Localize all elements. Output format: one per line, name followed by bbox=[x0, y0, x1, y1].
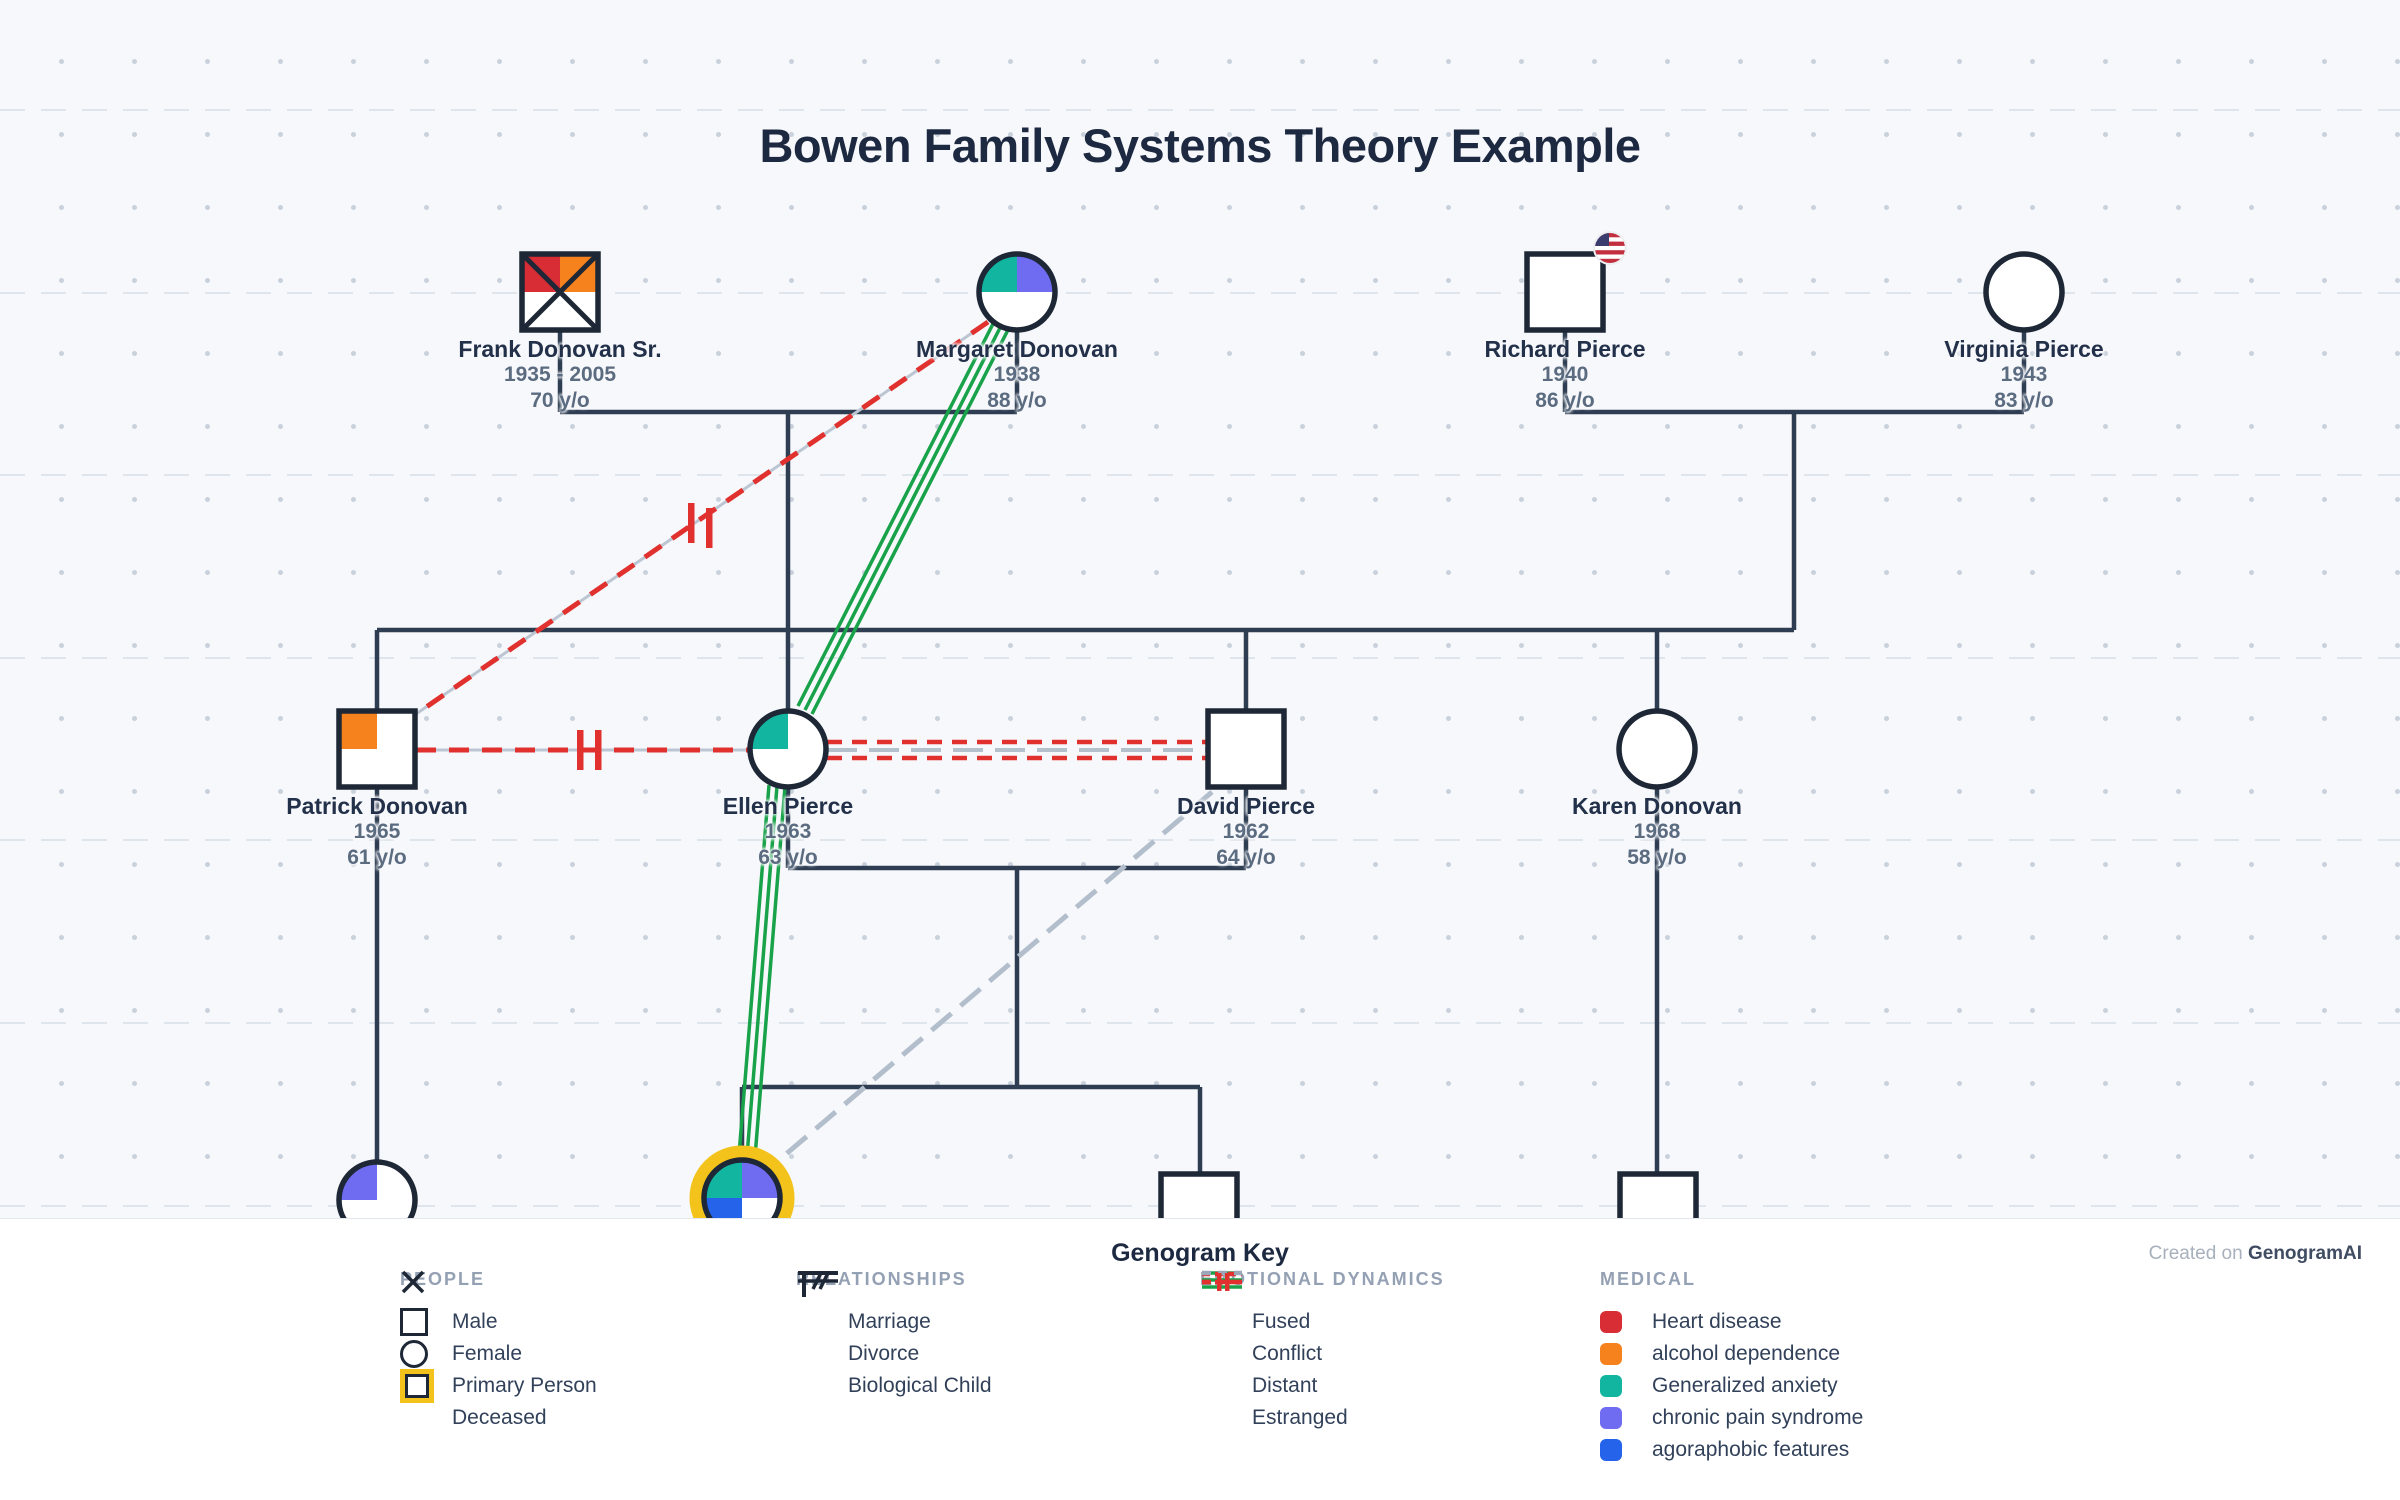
key-heading: Genogram Key bbox=[1111, 1239, 1289, 1267]
us-flag-icon bbox=[1593, 231, 1627, 265]
person-years: 1940 bbox=[1541, 363, 1589, 386]
person-years: 1943 bbox=[2000, 363, 2048, 386]
person-years: 1938 bbox=[993, 363, 1041, 386]
conflict-lines-ellen-david bbox=[827, 739, 1207, 761]
fused-lines-margaret-ellen bbox=[796, 317, 1012, 715]
key-item-distant: Distant bbox=[1202, 1270, 1318, 1397]
key-item-divorce: Divorce bbox=[796, 1272, 992, 1370]
person-ellen-symbol[interactable] bbox=[747, 708, 829, 790]
person-richard-label: Richard Pierce 1940 86 y/o bbox=[1405, 336, 1725, 414]
key-header-people: PEOPLE bbox=[400, 1269, 486, 1289]
primary-person-icon bbox=[400, 1374, 452, 1398]
person-margaret-label: Margaret Donovan 1938 88 y/o bbox=[857, 336, 1177, 414]
heart-disease-color-chip bbox=[1600, 1311, 1652, 1333]
person-ellen-label: Ellen Pierce 1963 63 y/o bbox=[628, 793, 948, 871]
deceased-x-icon bbox=[522, 254, 598, 330]
key-item-deceased: Deceased bbox=[400, 1270, 597, 1434]
key-column-medical: MEDICAL Heart disease alcohol dependence… bbox=[1600, 1269, 1863, 1466]
person-name: Richard Pierce bbox=[1484, 336, 1646, 362]
page-title: Bowen Family Systems Theory Example bbox=[759, 119, 1641, 172]
person-frank-label: Frank Donovan Sr. 1935 - 2005 70 y/o bbox=[400, 336, 720, 414]
key-item-generalized-anxiety: Generalized anxiety bbox=[1600, 1370, 1863, 1402]
key-item-heart-disease: Heart disease bbox=[1600, 1306, 1863, 1338]
person-age: 58 y/o bbox=[1627, 846, 1687, 869]
person-age: 64 y/o bbox=[1216, 846, 1276, 869]
genogram-key-panel: Genogram Key Created on GenogramAI PEOPL… bbox=[0, 1218, 2400, 1500]
chronic-pain-syndrome-color-chip bbox=[1600, 1407, 1652, 1429]
watermark-prefix: Created on bbox=[2148, 1243, 2248, 1264]
key-item-marriage: Marriage bbox=[798, 1271, 931, 1333]
child-drops-gen2 bbox=[374, 630, 1660, 711]
key-item-alcohol-dependence: alcohol dependence bbox=[1600, 1338, 1863, 1370]
person-age: 70 y/o bbox=[530, 389, 590, 412]
fused-lines-ellen-primary bbox=[737, 784, 787, 1158]
key-header-medical: MEDICAL bbox=[1600, 1269, 1696, 1289]
person-frank-symbol[interactable] bbox=[519, 251, 601, 333]
key-item-female: Female bbox=[400, 1338, 597, 1370]
person-years: 1968 bbox=[1633, 820, 1681, 843]
structural-lines bbox=[374, 330, 2027, 1174]
person-name: Virginia Pierce bbox=[1944, 336, 2104, 362]
key-item-male: Male bbox=[400, 1306, 597, 1338]
person-years: 1963 bbox=[764, 820, 812, 843]
person-virginia-label: Virginia Pierce 1943 83 y/o bbox=[1864, 336, 2184, 414]
person-primary-symbol[interactable] bbox=[689, 1145, 795, 1251]
estranged-line-margaret-patrick bbox=[414, 319, 990, 717]
person-age: 83 y/o bbox=[1994, 389, 2054, 412]
key-item-biological-child: Biological Child bbox=[802, 1271, 992, 1397]
person-david-symbol[interactable] bbox=[1205, 708, 1287, 790]
person-karen-symbol[interactable] bbox=[1616, 708, 1698, 790]
person-name: Margaret Donovan bbox=[916, 336, 1118, 362]
person-years: 1962 bbox=[1222, 820, 1270, 843]
person-name: Frank Donovan Sr. bbox=[458, 336, 662, 362]
key-item-estranged: Estranged bbox=[1200, 1273, 1445, 1434]
child-drops-gen3 bbox=[739, 868, 1203, 1174]
key-item-agoraphobic-features: agoraphobic features bbox=[1600, 1434, 1863, 1466]
distant-line-david-primary bbox=[770, 790, 1214, 1168]
alcohol-dependence-color-chip bbox=[1600, 1343, 1652, 1365]
key-item-conflict: Conflict bbox=[1202, 1271, 1323, 1365]
person-patrick-label: Patrick Donovan 1965 61 y/o bbox=[217, 793, 537, 871]
key-item-primary-person: Primary Person bbox=[400, 1370, 597, 1402]
person-richard-symbol[interactable] bbox=[1524, 231, 1627, 333]
key-item-fused: Fused bbox=[1202, 1271, 1311, 1333]
person-name: Patrick Donovan bbox=[286, 793, 468, 819]
key-column-people: PEOPLE Male Female Primary Person Deceas… bbox=[400, 1269, 597, 1434]
watermark-brand[interactable]: GenogramAI bbox=[2247, 1243, 2362, 1264]
key-column-relationships: RELATIONSHIPS Marriage Divorce Biologica… bbox=[796, 1269, 992, 1402]
agoraphobic-features-color-chip bbox=[1600, 1439, 1652, 1461]
generalized-anxiety-color-chip bbox=[1600, 1375, 1652, 1397]
watermark: Created on GenogramAI bbox=[2149, 1243, 2362, 1265]
estranged-cutoff-bars bbox=[577, 503, 713, 770]
key-header-relationships: RELATIONSHIPS bbox=[796, 1269, 967, 1289]
person-name: Karen Donovan bbox=[1572, 793, 1742, 819]
key-header-emotional: EMOTIONAL DYNAMICS bbox=[1200, 1269, 1445, 1289]
person-age: 63 y/o bbox=[758, 846, 818, 869]
person-age: 61 y/o bbox=[347, 846, 407, 869]
key-item-chronic-pain-syndrome: chronic pain syndrome bbox=[1600, 1402, 1863, 1434]
male-square-icon bbox=[400, 1308, 452, 1336]
person-karen-label: Karen Donovan 1968 58 y/o bbox=[1497, 793, 1817, 871]
person-virginia-symbol[interactable] bbox=[1983, 251, 2065, 333]
person-years: 1935 - 2005 bbox=[503, 363, 617, 386]
person-patrick-symbol[interactable] bbox=[336, 708, 418, 790]
person-name: Ellen Pierce bbox=[722, 793, 854, 819]
person-david-label: David Pierce 1962 64 y/o bbox=[1086, 793, 1406, 871]
person-age: 86 y/o bbox=[1535, 389, 1595, 412]
female-circle-icon bbox=[400, 1340, 452, 1368]
person-margaret-symbol[interactable] bbox=[976, 251, 1058, 333]
key-column-emotional: EMOTIONAL DYNAMICS Fused Conflict Distan… bbox=[1200, 1269, 1445, 1434]
person-age: 88 y/o bbox=[987, 389, 1047, 412]
person-name: David Pierce bbox=[1176, 793, 1316, 819]
person-years: 1965 bbox=[353, 820, 401, 843]
